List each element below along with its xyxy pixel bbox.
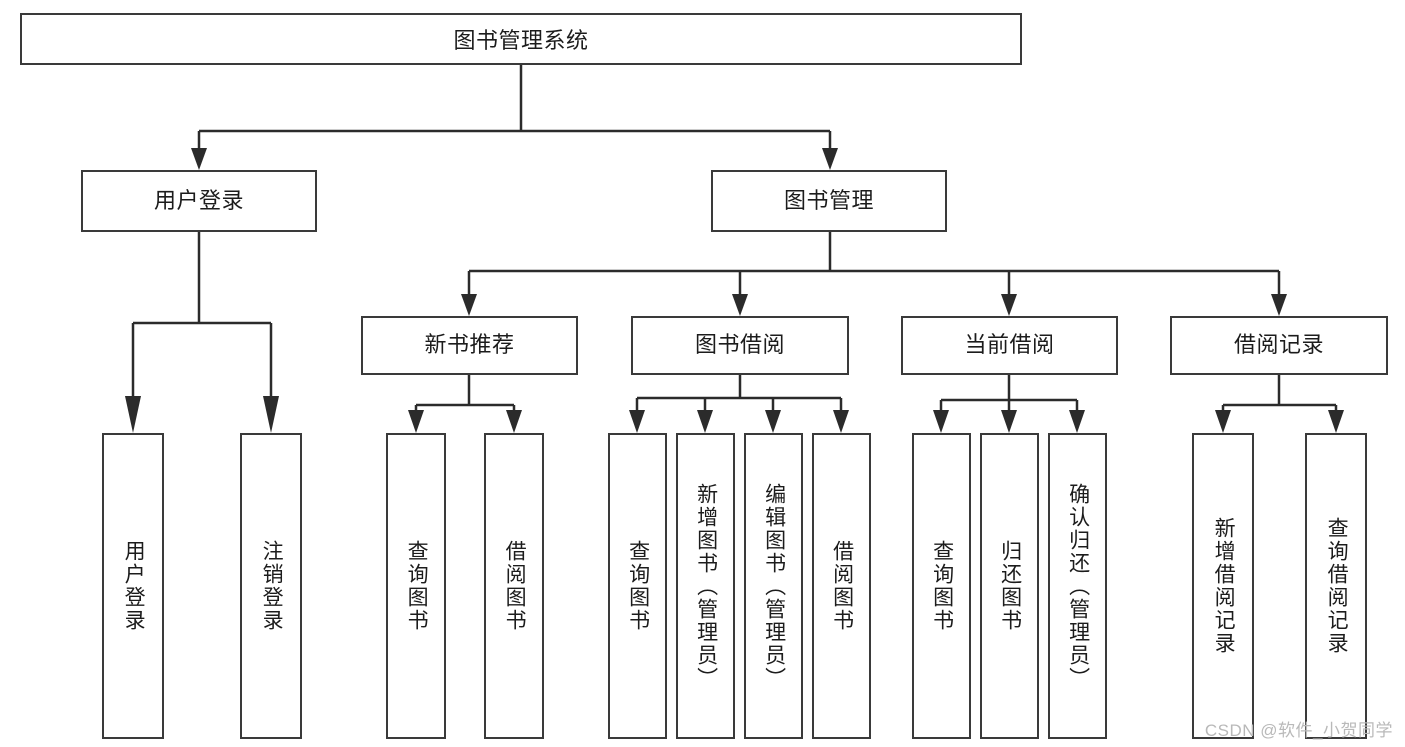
node-label: 查询图书	[405, 540, 429, 632]
leaf-borrow-borrow-book[interactable]: 借阅图书	[812, 433, 871, 739]
arrow-bookmanage-child-1	[461, 294, 477, 316]
node-new-book-recommend[interactable]: 新书推荐	[361, 316, 578, 375]
leaf-current-return-book[interactable]: 归还图书	[980, 433, 1039, 739]
node-label: 当前借阅	[964, 332, 1055, 358]
leaf-current-query-book[interactable]: 查询图书	[912, 433, 971, 739]
arrow-userlogin-leaf-2	[263, 396, 279, 433]
arrow-borrow-leaf-1	[629, 410, 645, 433]
arrow-newbook-leaf-2	[506, 410, 522, 433]
node-book-management[interactable]: 图书管理	[711, 170, 947, 232]
arrow-current-leaf-2	[1001, 410, 1017, 433]
arrow-current-leaf-1	[933, 410, 949, 433]
leaf-borrow-edit-book-admin[interactable]: 编辑图书（管理员）	[744, 433, 803, 739]
arrow-borrow-leaf-4	[833, 410, 849, 433]
arrow-root-to-book-manage	[822, 148, 838, 170]
node-label: 借阅记录	[1233, 332, 1324, 358]
node-borrow-record[interactable]: 借阅记录	[1170, 316, 1388, 375]
node-label: 查询图书	[930, 540, 954, 632]
arrow-bookmanage-child-4	[1271, 294, 1287, 316]
node-book-borrow[interactable]: 图书借阅	[631, 316, 849, 375]
arrow-bookmanage-child-2	[732, 294, 748, 316]
arrow-borrow-leaf-3	[765, 410, 781, 433]
arrow-record-leaf-2	[1328, 410, 1344, 433]
node-label: 图书管理系统	[453, 28, 589, 53]
node-label: 注销登录	[260, 540, 284, 632]
node-label: 归还图书	[998, 540, 1022, 632]
node-label: 借阅图书	[830, 540, 854, 632]
arrow-record-leaf-1	[1215, 410, 1231, 433]
leaf-new-book-query[interactable]: 查询图书	[386, 433, 446, 739]
node-label: 用户登录	[153, 187, 244, 213]
arrow-root-to-user-login	[191, 148, 207, 170]
leaf-record-add-record[interactable]: 新增借阅记录	[1192, 433, 1254, 739]
node-label: 图书借阅	[694, 332, 785, 358]
leaf-user-login-logout[interactable]: 注销登录	[240, 433, 302, 739]
node-label: 新增图书（管理员）	[694, 482, 718, 690]
node-label: 新增借阅记录	[1212, 517, 1236, 655]
arrow-newbook-leaf-1	[408, 410, 424, 433]
leaf-record-query-record[interactable]: 查询借阅记录	[1305, 433, 1367, 739]
node-current-borrow[interactable]: 当前借阅	[901, 316, 1118, 375]
arrow-bookmanage-child-3	[1001, 294, 1017, 316]
node-label: 编辑图书（管理员）	[762, 482, 786, 690]
node-root-book-management-system[interactable]: 图书管理系统	[20, 13, 1022, 65]
arrow-userlogin-leaf-1	[125, 396, 141, 433]
leaf-user-login-login[interactable]: 用户登录	[102, 433, 164, 739]
node-label: 用户登录	[122, 540, 146, 632]
node-user-login[interactable]: 用户登录	[81, 170, 317, 232]
leaf-borrow-query-book[interactable]: 查询图书	[608, 433, 667, 739]
leaf-new-book-borrow[interactable]: 借阅图书	[484, 433, 544, 739]
arrow-borrow-leaf-2	[697, 410, 713, 433]
node-label: 图书管理	[783, 187, 874, 213]
watermark-csdn: CSDN @软件_小贺同学	[1204, 721, 1393, 740]
leaf-current-confirm-return-admin[interactable]: 确认归还（管理员）	[1048, 433, 1107, 739]
node-label: 确认归还（管理员）	[1066, 482, 1090, 690]
node-label: 查询图书	[626, 540, 650, 632]
node-label: 新书推荐	[424, 332, 515, 358]
arrow-current-leaf-3	[1069, 410, 1085, 433]
node-label: 借阅图书	[503, 540, 527, 632]
node-label: 查询借阅记录	[1325, 517, 1349, 655]
leaf-borrow-add-book-admin[interactable]: 新增图书（管理员）	[676, 433, 735, 739]
